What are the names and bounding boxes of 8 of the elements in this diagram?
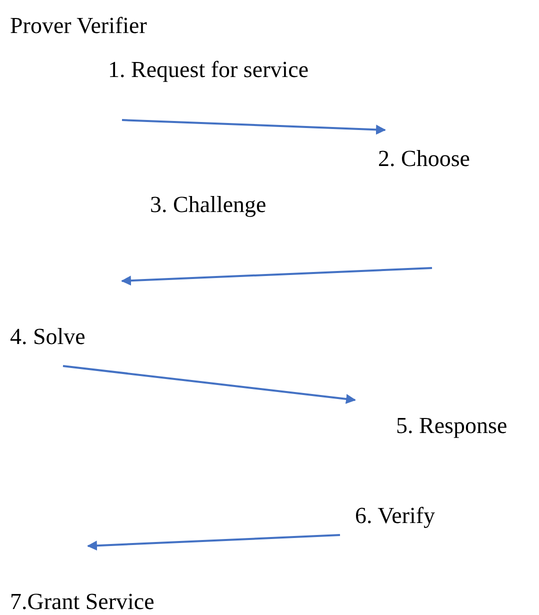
column-heading: Prover Verifier [10, 12, 147, 40]
step-label: 4. Solve [10, 323, 86, 351]
step-label: 7.Grant Service [10, 588, 154, 615]
step-label: 2. Choose [378, 145, 470, 173]
step-label: 1. Request for service [108, 56, 309, 84]
step-label: 5. Response [396, 412, 508, 440]
step-label: 3. Challenge [150, 191, 266, 219]
step-label: 6. Verify [355, 502, 436, 530]
